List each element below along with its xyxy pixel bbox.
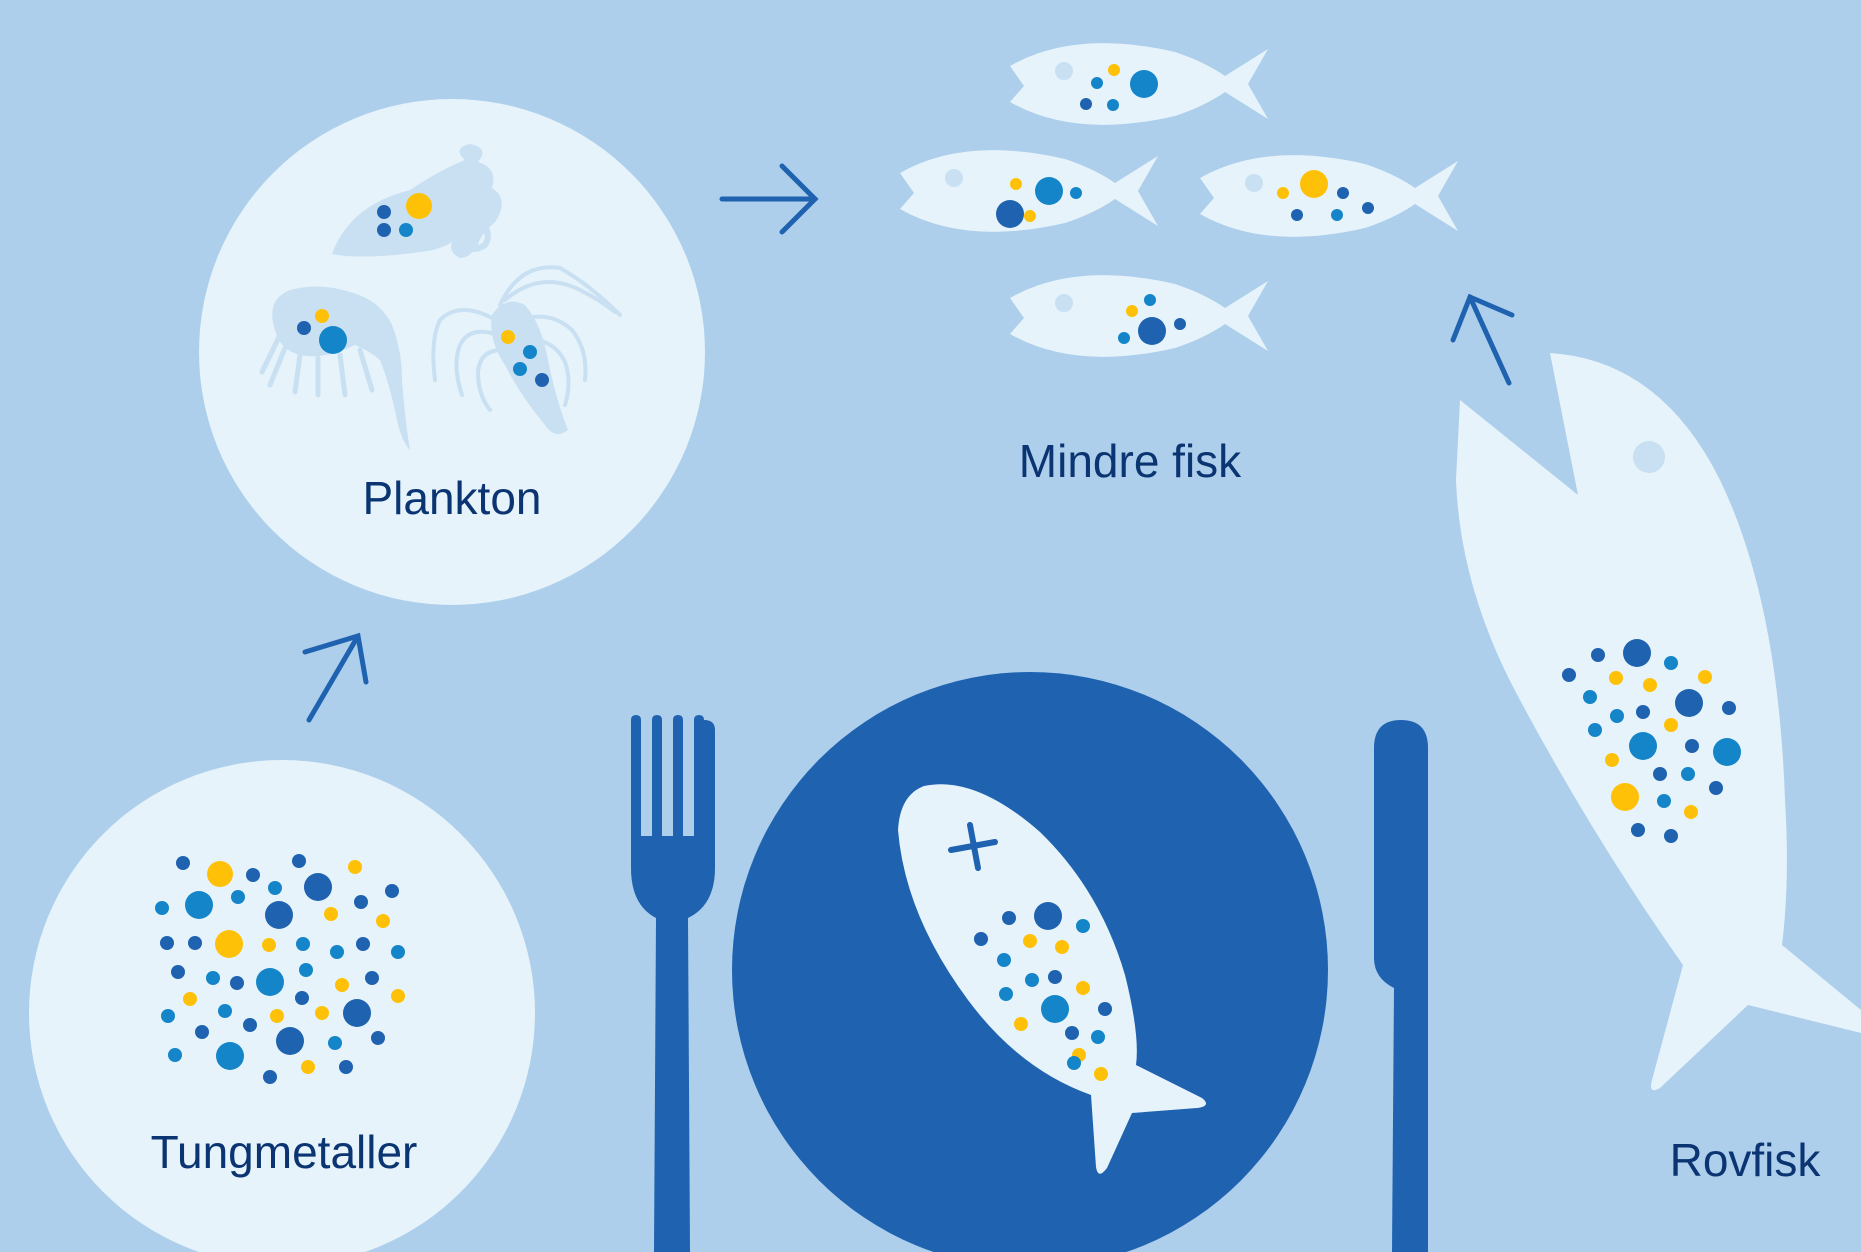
small-fish-label: Mindre fisk xyxy=(1019,435,1242,487)
heavy-metals-group: Tungmetaller xyxy=(29,760,535,1252)
predator-fish-eye xyxy=(1633,441,1665,473)
heavy-metals-label: Tungmetaller xyxy=(151,1126,418,1178)
predator-fish-label: Rovfisk xyxy=(1670,1134,1822,1186)
heavy-metals-circle xyxy=(29,760,535,1252)
plankton-group: Plankton xyxy=(199,99,705,605)
plankton-label: Plankton xyxy=(362,472,541,524)
